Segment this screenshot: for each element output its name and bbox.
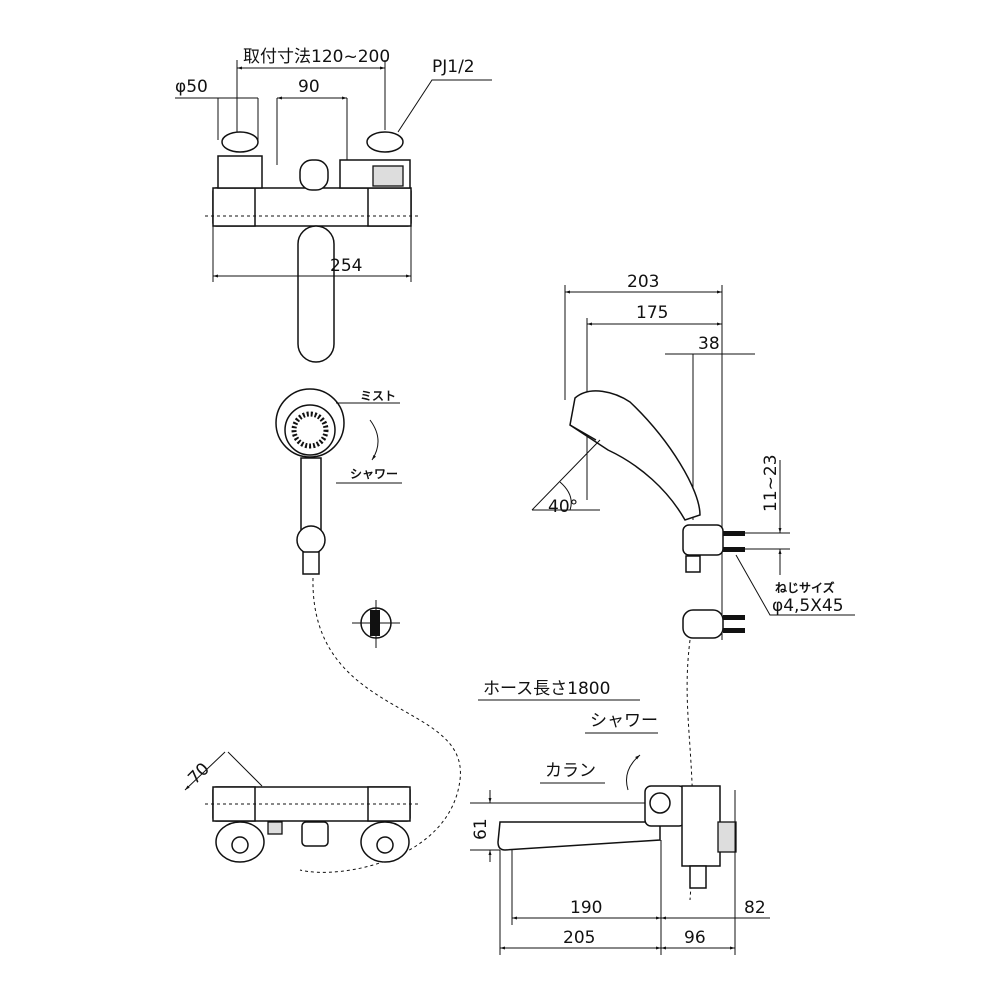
shower-side-label: シャワー xyxy=(590,711,658,731)
mist-label: ミスト xyxy=(360,389,396,403)
dim-82-label: 82 xyxy=(744,898,766,918)
thread-label: PJ1/2 xyxy=(432,57,475,77)
width-254-label: 254 xyxy=(330,256,362,276)
angle-label: 40° xyxy=(548,497,578,517)
dim-205-label: 205 xyxy=(563,928,595,948)
dim-61-label: 61 xyxy=(471,818,491,840)
mount-range-label: 取付寸法120~200 xyxy=(243,47,390,67)
dim-175-label: 175 xyxy=(636,303,668,323)
dim-70-label: 70 xyxy=(184,759,213,788)
dim-11-23-label: 11~23 xyxy=(761,454,781,512)
hose xyxy=(299,577,461,873)
shower-front-label: シャワー xyxy=(350,467,398,481)
screw-size-caption: ねじサイズ xyxy=(775,580,835,595)
dim-203-label: 203 xyxy=(627,272,659,292)
screw-size-label: φ4,5X45 xyxy=(772,596,844,616)
faucet-label: カラン xyxy=(545,761,596,781)
shower-head-side-view: 203 175 38 40° 11~23 ねじサイズ φ4,5X45 xyxy=(531,272,855,640)
diameter-50-label: φ50 xyxy=(175,77,208,97)
dim-38-label: 38 xyxy=(698,334,720,354)
bottom-view: 70 xyxy=(184,751,420,863)
top-view: 取付寸法120~200 φ50 90 PJ1/2 254 xyxy=(175,47,492,363)
hose-length-label: ホース長さ1800 xyxy=(483,679,610,699)
dim-190-label: 190 xyxy=(570,898,602,918)
dim-90-label: 90 xyxy=(298,77,320,97)
dim-96-label: 96 xyxy=(684,928,706,948)
side-view: シャワー カラン 61 190 82 205 96 xyxy=(470,711,770,955)
shower-head-front-view: ミスト シャワー xyxy=(275,388,402,648)
